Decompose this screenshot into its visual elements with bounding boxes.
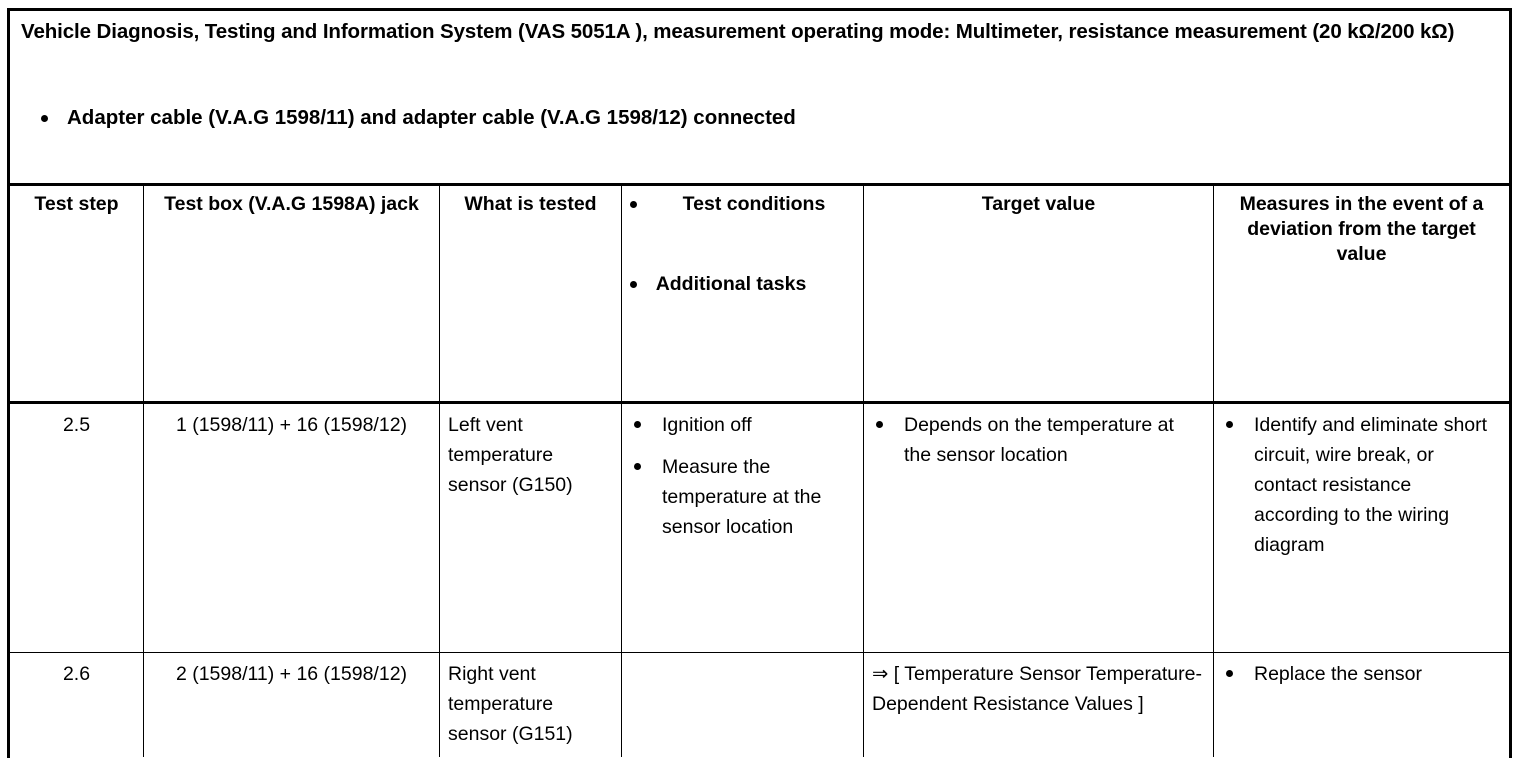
target-value-list: Depends on the temperature at the sensor… bbox=[872, 410, 1205, 470]
bullet-icon bbox=[634, 463, 641, 470]
cell-test-step: 2.5 bbox=[10, 404, 144, 652]
cell-measures: Replace the sensor bbox=[1214, 653, 1509, 757]
bullet-icon bbox=[876, 421, 883, 428]
cell-test-conditions bbox=[622, 653, 864, 757]
table-row: 2.5 1 (1598/11) + 16 (1598/12) Left vent… bbox=[10, 404, 1509, 653]
bullet-icon bbox=[634, 421, 641, 428]
list-item-label: Identify and eliminate short circuit, wi… bbox=[1254, 414, 1488, 556]
header-label-target-value: Target value bbox=[981, 193, 1096, 215]
intro-bullet-item: Adapter cable (V.A.G 1598/11) and adapte… bbox=[21, 105, 796, 131]
document-header-block: Vehicle Diagnosis, Testing and Informati… bbox=[10, 11, 1509, 186]
header-cell-target-value: Target value bbox=[864, 186, 1214, 401]
list-item: Ignition off bbox=[630, 410, 855, 440]
bullet-icon bbox=[630, 281, 637, 288]
header-label-measures: Measures in the event of a deviation fro… bbox=[1239, 193, 1484, 265]
header-cell-measures: Measures in the event of a deviation fro… bbox=[1214, 186, 1509, 401]
value-target-value-reference: ⇒ [ Temperature Sensor Temperature-Depen… bbox=[872, 663, 1202, 715]
bullet-icon bbox=[1226, 421, 1233, 428]
table-row: 2.6 2 (1598/11) + 16 (1598/12) Right ven… bbox=[10, 653, 1509, 757]
list-item-label: Depends on the temperature at the sensor… bbox=[904, 414, 1174, 466]
header-label-test-box-jack: Test box (V.A.G 1598A) jack bbox=[164, 193, 419, 215]
header-cell-what-is-tested: What is tested bbox=[440, 186, 622, 401]
document-frame: Vehicle Diagnosis, Testing and Informati… bbox=[7, 8, 1512, 758]
list-item: Depends on the temperature at the sensor… bbox=[872, 410, 1205, 470]
header-cell-test-step: Test step bbox=[10, 186, 144, 401]
list-item-label: Measure the temperature at the sensor lo… bbox=[662, 456, 822, 538]
value-test-box-jack: 1 (1598/11) + 16 (1598/12) bbox=[175, 414, 408, 436]
value-what-is-tested: Right vent temperature sensor (G151) bbox=[448, 663, 573, 745]
cell-what-is-tested: Left vent temperature sensor (G150) bbox=[440, 404, 622, 652]
header-label-additional-tasks: Additional tasks bbox=[655, 273, 807, 295]
header-bullet-test-conditions: Test conditions bbox=[630, 192, 855, 217]
bullet-icon bbox=[1226, 670, 1233, 677]
list-item-label: Ignition off bbox=[662, 414, 752, 436]
cell-what-is-tested: Right vent temperature sensor (G151) bbox=[440, 653, 622, 757]
cell-test-box-jack: 2 (1598/11) + 16 (1598/12) bbox=[144, 653, 440, 757]
cell-test-step: 2.6 bbox=[10, 653, 144, 757]
test-conditions-list: Ignition off Measure the temperature at … bbox=[630, 410, 855, 542]
measures-list: Replace the sensor bbox=[1222, 659, 1501, 689]
table-header-row: Test step Test box (V.A.G 1598A) jack Wh… bbox=[10, 186, 1509, 404]
document-title: Vehicle Diagnosis, Testing and Informati… bbox=[21, 20, 1455, 43]
list-item: Identify and eliminate short circuit, wi… bbox=[1222, 410, 1501, 560]
cell-target-value: ⇒ [ Temperature Sensor Temperature-Depen… bbox=[864, 653, 1214, 757]
header-label-test-step: Test step bbox=[34, 193, 119, 215]
cell-target-value: Depends on the temperature at the sensor… bbox=[864, 404, 1214, 652]
intro-bullet-label: Adapter cable (V.A.G 1598/11) and adapte… bbox=[67, 106, 796, 129]
cell-test-conditions: Ignition off Measure the temperature at … bbox=[622, 404, 864, 652]
test-procedure-table: Test step Test box (V.A.G 1598A) jack Wh… bbox=[10, 186, 1509, 758]
bullet-icon bbox=[41, 115, 48, 122]
bullet-icon bbox=[630, 201, 637, 208]
cell-test-box-jack: 1 (1598/11) + 16 (1598/12) bbox=[144, 404, 440, 652]
list-item: Replace the sensor bbox=[1222, 659, 1501, 689]
list-item-label: Replace the sensor bbox=[1254, 663, 1423, 685]
list-item: Measure the temperature at the sensor lo… bbox=[630, 452, 855, 542]
header-cell-test-box-jack: Test box (V.A.G 1598A) jack bbox=[144, 186, 440, 401]
header-bullet-additional-tasks: Additional tasks bbox=[630, 272, 855, 297]
cell-measures: Identify and eliminate short circuit, wi… bbox=[1214, 404, 1509, 652]
measures-list: Identify and eliminate short circuit, wi… bbox=[1222, 410, 1501, 560]
header-label-what-is-tested: What is tested bbox=[464, 193, 597, 215]
value-test-step: 2.5 bbox=[62, 414, 91, 436]
value-what-is-tested: Left vent temperature sensor (G150) bbox=[448, 414, 573, 496]
value-test-box-jack: 2 (1598/11) + 16 (1598/12) bbox=[175, 663, 408, 685]
value-test-step: 2.6 bbox=[62, 663, 91, 685]
header-cell-test-conditions: Test conditions Additional tasks bbox=[622, 186, 864, 401]
header-label-test-conditions: Test conditions bbox=[682, 193, 826, 215]
